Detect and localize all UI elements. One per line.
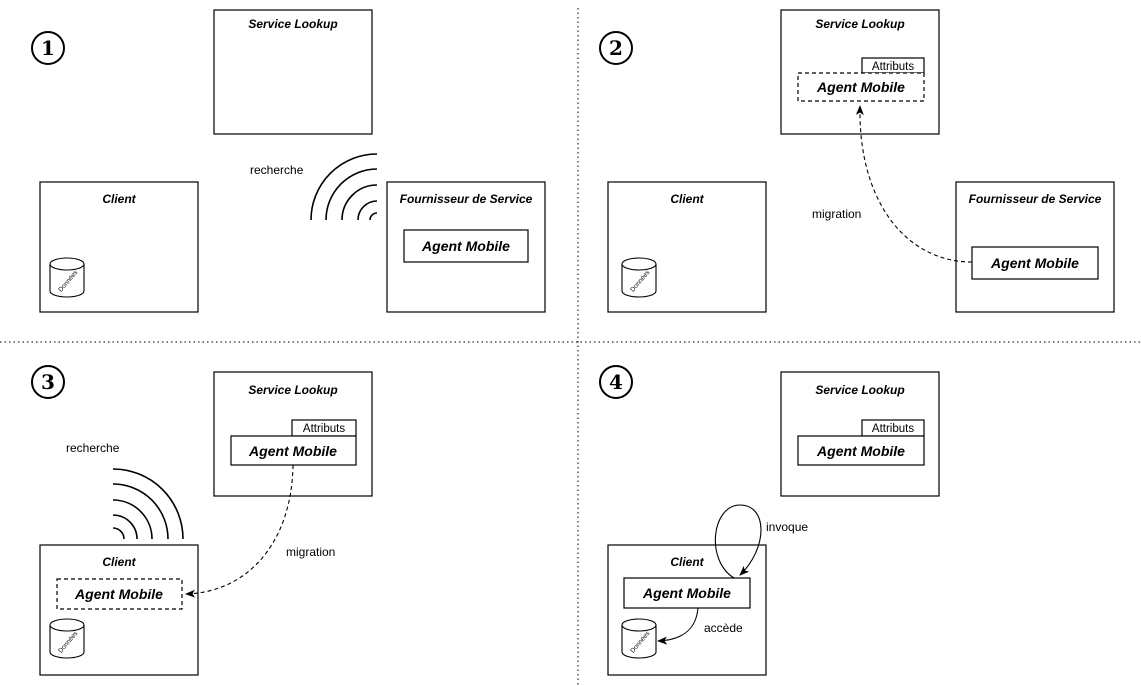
step-2-marker: 2 [599, 31, 633, 65]
accede-arrow [657, 607, 699, 645]
svg-text:Attributs: Attributs [303, 423, 345, 435]
migration-arrow [855, 105, 973, 263]
panel-step-4: 4 Service Lookup Attributs Agent Mobile … [599, 365, 940, 676]
svg-text:Fournisseur de Service: Fournisseur de Service [400, 192, 533, 206]
svg-text:Fournisseur de Service: Fournisseur de Service [969, 192, 1102, 206]
agent-mobile-box: Agent Mobile [797, 435, 925, 466]
svg-text:Client: Client [102, 192, 136, 206]
svg-text:Agent Mobile: Agent Mobile [421, 238, 510, 254]
svg-text:Attributs: Attributs [872, 423, 914, 435]
attributs-tag: Attributs [861, 419, 925, 437]
svg-text:1: 1 [41, 36, 55, 60]
migration-label: migration [286, 545, 335, 559]
migration-label: migration [812, 207, 861, 221]
svg-text:Service Lookup: Service Lookup [248, 383, 337, 397]
client-box: Client Agent Mobile Données [39, 544, 199, 676]
donnees-database-icon: Données [621, 257, 657, 298]
agent-mobile-box: Agent Mobile [230, 435, 357, 466]
svg-text:Client: Client [670, 555, 704, 569]
service-lookup-box: Service Lookup Attributs Agent Mobile [213, 371, 373, 497]
svg-text:Service Lookup: Service Lookup [248, 17, 337, 31]
panel-step-2: 2 Service Lookup Attributs Agent Mobile … [599, 9, 1115, 313]
svg-text:Attributs: Attributs [872, 61, 914, 73]
svg-text:Service Lookup: Service Lookup [815, 17, 904, 31]
donnees-database-icon: Données [621, 618, 657, 659]
agent-mobile-box: Agent Mobile [971, 246, 1099, 280]
client-box: Client Données [607, 181, 767, 313]
recherche-label: recherche [250, 163, 304, 177]
svg-text:Agent Mobile: Agent Mobile [990, 255, 1079, 271]
agent-mobile-ghost: Agent Mobile [797, 72, 925, 102]
invoque-label: invoque [766, 520, 808, 534]
svg-text:4: 4 [609, 370, 623, 394]
donnees-database-icon: Données [49, 257, 85, 298]
svg-text:Client: Client [670, 192, 704, 206]
svg-text:3: 3 [41, 370, 55, 394]
svg-text:Agent Mobile: Agent Mobile [248, 443, 337, 459]
agent-mobile-box: Agent Mobile [403, 229, 529, 263]
attributs-tag: Attributs [861, 57, 925, 74]
step-1-marker: 1 [31, 31, 65, 65]
recherche-label: recherche [66, 441, 120, 455]
invoque-arrow [714, 504, 762, 579]
panel-step-1: 1 Service Lookup Client Données Fourniss… [31, 9, 546, 313]
svg-text:2: 2 [609, 36, 623, 60]
svg-text:Agent Mobile: Agent Mobile [642, 585, 731, 601]
svg-text:Service Lookup: Service Lookup [815, 383, 904, 397]
service-lookup-box: Service Lookup [213, 9, 373, 135]
svg-text:Client: Client [102, 555, 136, 569]
client-box: Client Agent Mobile Données [607, 544, 767, 676]
svg-text:Agent Mobile: Agent Mobile [74, 586, 163, 602]
service-lookup-box: Service Lookup Attributs Agent Mobile [780, 371, 940, 497]
migration-arrow [185, 464, 294, 598]
accede-label: accède [704, 621, 743, 635]
client-box: Client Données [39, 181, 199, 313]
fournisseur-box: Fournisseur de Service Agent Mobile [955, 181, 1115, 313]
search-signal-icon [310, 153, 378, 221]
step-3-marker: 3 [31, 365, 65, 399]
agent-mobile-ghost: Agent Mobile [56, 578, 183, 610]
svg-text:Agent Mobile: Agent Mobile [816, 79, 905, 95]
svg-text:Agent Mobile: Agent Mobile [816, 443, 905, 459]
agent-mobile-box: Agent Mobile [623, 577, 751, 609]
fournisseur-box: Fournisseur de Service Agent Mobile [386, 181, 546, 313]
search-signal-icon [112, 468, 184, 540]
donnees-database-icon: Données [49, 618, 85, 659]
panel-step-3: 3 Service Lookup Attributs Agent Mobile … [31, 365, 373, 676]
step-4-marker: 4 [599, 365, 633, 399]
attributs-tag: Attributs [291, 419, 357, 437]
